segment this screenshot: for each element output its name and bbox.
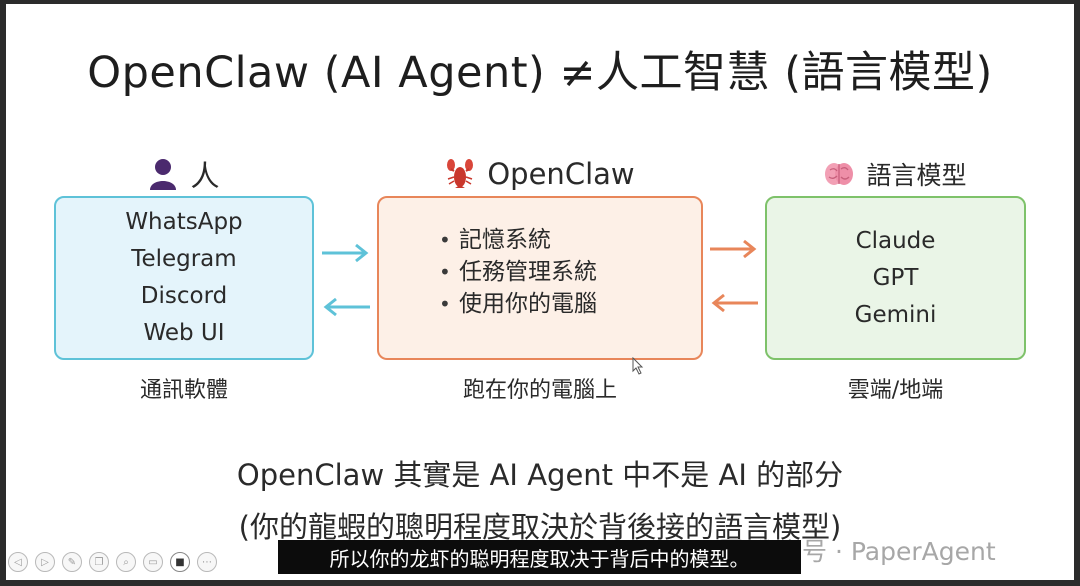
arrow-left-icon: [323, 297, 370, 317]
list-item: Claude: [855, 227, 936, 254]
next-icon[interactable]: ▷: [35, 552, 55, 572]
pen-icon[interactable]: ✎: [62, 552, 82, 572]
bullet: •: [439, 292, 451, 316]
cursor-icon: [632, 357, 644, 375]
prev-icon[interactable]: ◁: [8, 552, 28, 572]
middle-caption: 跑在你的電腦上: [462, 378, 617, 403]
slide: OpenClaw (AI Agent) ≠人工智慧 (語言模型) 人: [6, 4, 1074, 580]
copy-icon[interactable]: ❐: [89, 552, 109, 572]
left-caption: 通訊軟體: [139, 378, 228, 403]
summary-line-1: OpenClaw 其實是 AI Agent 中不是 AI 的部分: [236, 458, 844, 492]
lobster-icon: [445, 157, 475, 191]
brain-icon: [824, 161, 854, 187]
person-icon: [148, 158, 178, 190]
right-caption: 雲端/地端: [847, 378, 944, 403]
list-item: • 任務管理系統: [439, 256, 597, 288]
arrow-left-icon: [711, 293, 758, 313]
bullet: •: [439, 260, 451, 284]
openclaw-box: • 記憶系統 • 任務管理系統 • 使用你的電腦: [377, 196, 703, 360]
more-icon[interactable]: ⋯: [197, 552, 217, 572]
list-item-text: 使用你的電腦: [459, 291, 597, 317]
bidirectional-arrow-left: [322, 243, 370, 317]
bidirectional-arrow-right: [710, 239, 758, 313]
messaging-box: WhatsApp Telegram Discord Web UI: [54, 196, 314, 360]
list-item-text: 記憶系統: [459, 227, 551, 253]
middle-heading: OpenClaw: [377, 154, 703, 194]
bullet: •: [439, 228, 451, 252]
summary-line-2: (你的龍蝦的聰明程度取決於背後接的語言模型): [238, 510, 842, 544]
middle-heading-text: OpenClaw: [487, 157, 635, 191]
list-item: • 記憶系統: [439, 224, 597, 256]
right-heading-text: 語言模型: [866, 161, 967, 190]
list-item-text: 任務管理系統: [459, 259, 597, 285]
left-heading-text: 人: [190, 159, 220, 193]
video-icon[interactable]: ■: [170, 552, 190, 572]
zoom-icon[interactable]: ⌕: [116, 552, 136, 572]
list-item: Telegram: [131, 246, 237, 272]
list-item: GPT: [872, 264, 919, 291]
list-item: Web UI: [143, 320, 225, 346]
list-item: • 使用你的電腦: [439, 288, 597, 320]
list-item: Discord: [140, 283, 228, 309]
right-heading: 語言模型: [765, 154, 1026, 194]
player-toolbar: ◁ ▷ ✎ ❐ ⌕ ▭ ■ ⋯: [8, 552, 217, 572]
subtitle-caption: 所以你的龙虾的聪明程度取决于背后中的模型。: [278, 540, 801, 574]
left-heading: 人: [54, 154, 314, 194]
list-item: Gemini: [854, 301, 937, 328]
arrow-right-icon: [322, 243, 369, 263]
list-item: WhatsApp: [125, 209, 243, 235]
arrow-right-icon: [710, 239, 757, 259]
language-model-box: Claude GPT Gemini: [765, 196, 1026, 360]
screen-icon[interactable]: ▭: [143, 552, 163, 572]
slide-title: OpenClaw (AI Agent) ≠人工智慧 (語言模型): [87, 48, 993, 98]
